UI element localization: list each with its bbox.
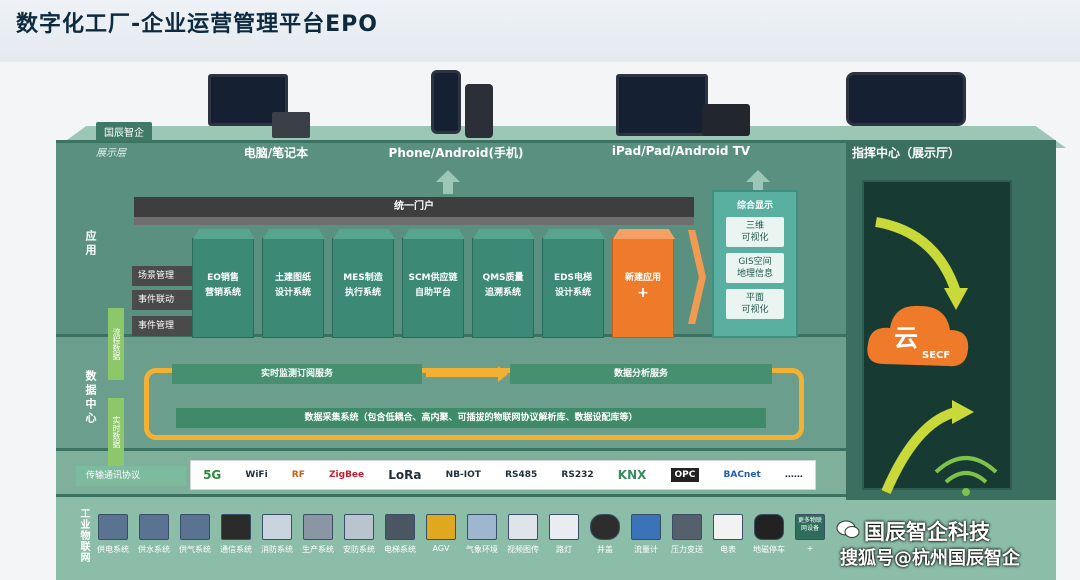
iot-streetlight: 路灯 — [545, 514, 583, 555]
watermark-brand: 国辰智企科技 — [864, 520, 990, 544]
protocol-opc: OPC — [670, 468, 700, 482]
display-layer-tag: 展示层 — [96, 148, 126, 159]
protocol-label: 传输通讯协议 — [76, 466, 186, 486]
iot-security: 安防系统 — [340, 514, 378, 555]
arrow-head-icon — [952, 400, 974, 424]
side-menu-linkage: 事件联动 — [132, 290, 192, 310]
up-arrow-icon — [746, 170, 770, 194]
signal-icon — [934, 456, 998, 474]
display-gis: GIS空间 地理信息 — [726, 253, 784, 283]
page-title: 数字化工厂-企业运营管理平台EPO — [16, 12, 378, 37]
tower-graphics — [875, 217, 998, 496]
brand-badge: 国辰智企 — [96, 122, 152, 141]
side-menu-scene: 场景管理 — [132, 266, 192, 286]
portal-base — [134, 217, 694, 225]
protocol-rs232: RS232 — [561, 470, 594, 480]
laptop-icon — [208, 74, 310, 138]
app-eo-sales: EO销售营销系统 — [192, 238, 254, 338]
wechat-icon — [836, 520, 860, 538]
realtime-data-arrow: 实时数据 — [108, 398, 124, 466]
display-3d: 三维 可视化 — [726, 217, 784, 247]
application-layer-label: 应用 — [84, 230, 97, 258]
app-scm: SCM供应链自助平台 — [402, 238, 464, 338]
iot-comm: 通信系统 — [217, 514, 255, 555]
app-qms: QMS质量追溯系统 — [472, 238, 534, 338]
monitor-service: 实时监测订阅服务 — [172, 364, 422, 384]
iot-production: 生产系统 — [299, 514, 337, 555]
signal-dot-icon — [962, 488, 970, 496]
iot-more: 更多物联网设备+ — [791, 514, 829, 555]
protocol-bacnet: BACnet — [723, 470, 761, 480]
protocol-5g: 5G — [203, 468, 222, 482]
side-menu-event: 事件管理 — [132, 316, 192, 336]
cloud-sub: SECF — [922, 350, 951, 361]
app-new: 新建应用+ — [612, 238, 674, 338]
protocol-wifi: WiFi — [245, 470, 268, 480]
cloud-icon: 云 SECF — [864, 294, 972, 378]
integrated-display-panel: 综合显示 三维 可视化 GIS空间 地理信息 平面 可视化 — [712, 190, 798, 338]
iot-pressure: 压力变送 — [668, 514, 706, 555]
header-background — [0, 0, 1080, 62]
iot-flowmeter: 流量计 — [627, 514, 665, 555]
analysis-service: 数据分析服务 — [510, 364, 772, 384]
iot-parking: 地磁停车 — [750, 514, 788, 555]
device-label-phone: Phone/Android(手机) — [388, 146, 524, 160]
flow-data-arrow: 流程数据 — [108, 308, 124, 380]
device-label-command: 指挥中心（展示厅） — [851, 146, 960, 160]
iot-agv: AGV — [422, 514, 460, 555]
protocol-rf: RF — [291, 470, 305, 480]
app-mes: MES制造执行系统 — [332, 238, 394, 338]
protocol-bar: 5G WiFi RF ZigBee LoRa NB-IOT RS485 RS23… — [190, 460, 816, 490]
signal-icon — [944, 471, 988, 484]
iot-elevator: 电梯系统 — [381, 514, 419, 555]
iot-fire: 消防系统 — [258, 514, 296, 555]
unified-portal: 统一门户 — [134, 197, 694, 217]
iot-water: 供水系统 — [135, 514, 173, 555]
iot-manhole: 井盖 — [586, 514, 624, 555]
cloud-label: 云 — [894, 324, 918, 352]
iot-label: 工业物联网 — [78, 508, 89, 563]
iot-power: 供电系统 — [94, 514, 132, 555]
up-arrow-icon — [436, 170, 460, 194]
iot-weather: 气象环境 — [463, 514, 501, 555]
app-eds: EDS电梯设计系统 — [542, 238, 604, 338]
iot-video: 视频图传 — [504, 514, 542, 555]
architecture-diagram: 国辰智企 展示层 电脑/笔记本 Phone/Android(手机) iPad/P… — [56, 62, 1068, 580]
arrow-up-icon — [881, 407, 958, 494]
protocol-more: …… — [784, 470, 803, 480]
app-civil-design: 土建图纸设计系统 — [262, 238, 324, 338]
display-panel-title: 综合显示 — [736, 201, 773, 211]
watermark-source: 搜狐号@杭州国辰智企 — [840, 548, 1020, 569]
iot-gas: 供气系统 — [176, 514, 214, 555]
protocol-rs485: RS485 — [505, 470, 538, 480]
protocol-nbiot: NB-IOT — [445, 470, 481, 480]
data-loop-frame — [144, 368, 804, 440]
data-collection-system: 数据采集系统（包含低耦合、高内聚、可插拔的物联网协议解析库、数据设配库等） — [176, 408, 766, 428]
iot-device-row: 供电系统 供水系统 供气系统 通信系统 消防系统 生产系统 安防系统 电梯系统 … — [94, 514, 829, 555]
phone-icon — [431, 70, 493, 138]
protocol-zigbee: ZigBee — [329, 470, 365, 480]
display-2d: 平面 可视化 — [726, 289, 784, 319]
arrow-head-icon — [944, 288, 968, 310]
app-row: EO销售营销系统 土建图纸设计系统 MES制造执行系统 SCM供应链自助平台 Q… — [192, 238, 674, 338]
device-label-pc: 电脑/笔记本 — [243, 146, 309, 160]
protocol-knx: KNX — [617, 468, 647, 482]
arrow-down-icon — [875, 217, 961, 294]
arrow-right-icon — [426, 366, 508, 382]
plus-icon: + — [637, 285, 649, 301]
command-screen-icon — [846, 72, 966, 126]
tablet-icon — [616, 74, 750, 136]
iot-meter: 电表 — [709, 514, 747, 555]
device-label-tablet: iPad/Pad/Android TV — [611, 144, 751, 158]
data-center-label: 数据中心 — [84, 370, 97, 426]
protocol-lora: LoRa — [388, 468, 422, 482]
